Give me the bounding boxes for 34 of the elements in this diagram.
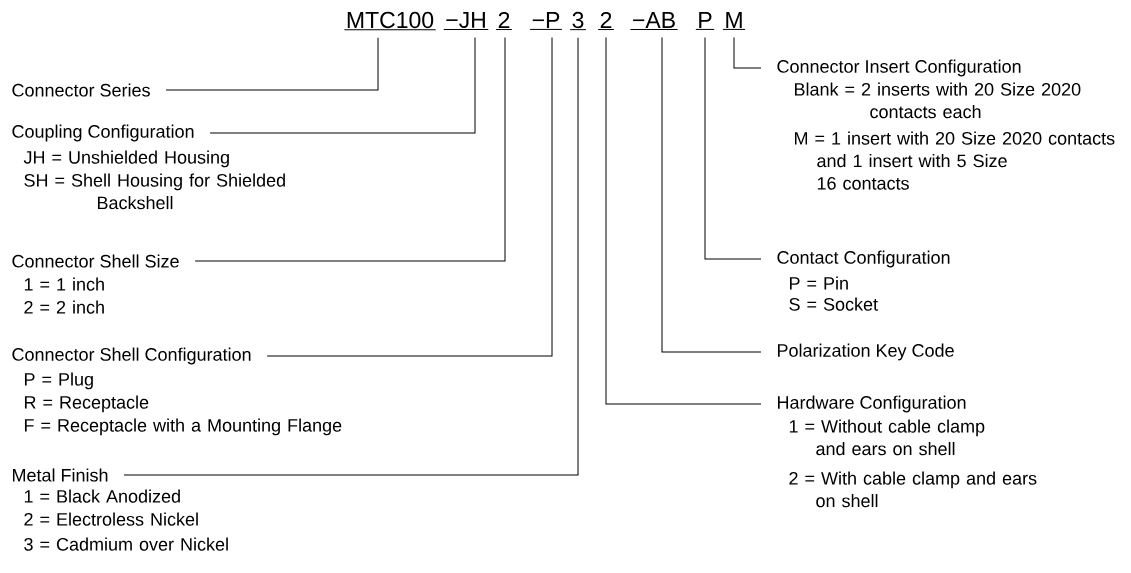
option-text: 2 = Electroless Nickel <box>24 512 198 526</box>
code-segment: 2 <box>495 11 513 31</box>
option-text: M = 1 insert with 20 Size 2020 contacts and 1 insert with 5 Size 16 contacts <box>795 131 1115 190</box>
code-segment: 3 <box>569 11 587 31</box>
code-segment: 2 <box>597 11 615 31</box>
heading: Metal Finish <box>13 468 108 482</box>
code-segment: P <box>695 12 715 30</box>
heading: Hardware Configuration <box>778 395 966 413</box>
option-text: 3 = Cadmium over Nickel <box>24 537 228 551</box>
code-segment: −JH <box>443 12 489 30</box>
heading: Connector Shell Size <box>12 254 179 268</box>
heading: Coupling Configuration <box>12 124 194 142</box>
code-segment: −AB <box>629 12 679 30</box>
option-text: R = Receptacle <box>25 395 149 413</box>
option-text: 1 = Without cable clamp and ears on shell <box>789 419 985 456</box>
heading: Connector Shell Configuration <box>12 347 251 365</box>
option-text: 2 = 2 inch <box>24 300 104 314</box>
option-text: 2 = With cable clamp and ears on shell <box>789 471 1037 508</box>
option-text: P = Plug <box>25 372 93 390</box>
option-text: F = Receptacle with a Mounting Flange <box>25 418 342 436</box>
option-text: SH = Shell Housing for Shielded Backshell <box>24 173 285 210</box>
option-text: 1 = 1 inch <box>24 277 104 291</box>
heading: Polarization Key Code <box>778 343 954 361</box>
heading: Connector Series <box>12 83 150 97</box>
option-text: S = Socket <box>789 297 878 311</box>
option-text: 1 = Black Anodized <box>24 489 180 503</box>
option-text: JH = Unshielded Housing <box>23 150 229 168</box>
option-text: P = Pin <box>790 276 848 290</box>
heading: Connector Insert Configuration <box>777 59 1021 77</box>
option-text: Blank = 2 inserts with 20 Size 2020 contacts each <box>795 82 1081 119</box>
heading: Contact Configuration <box>777 250 950 268</box>
code-segment: MTC100 <box>343 11 437 31</box>
code-segment: −P <box>529 12 563 30</box>
code-segment: M <box>722 12 746 30</box>
